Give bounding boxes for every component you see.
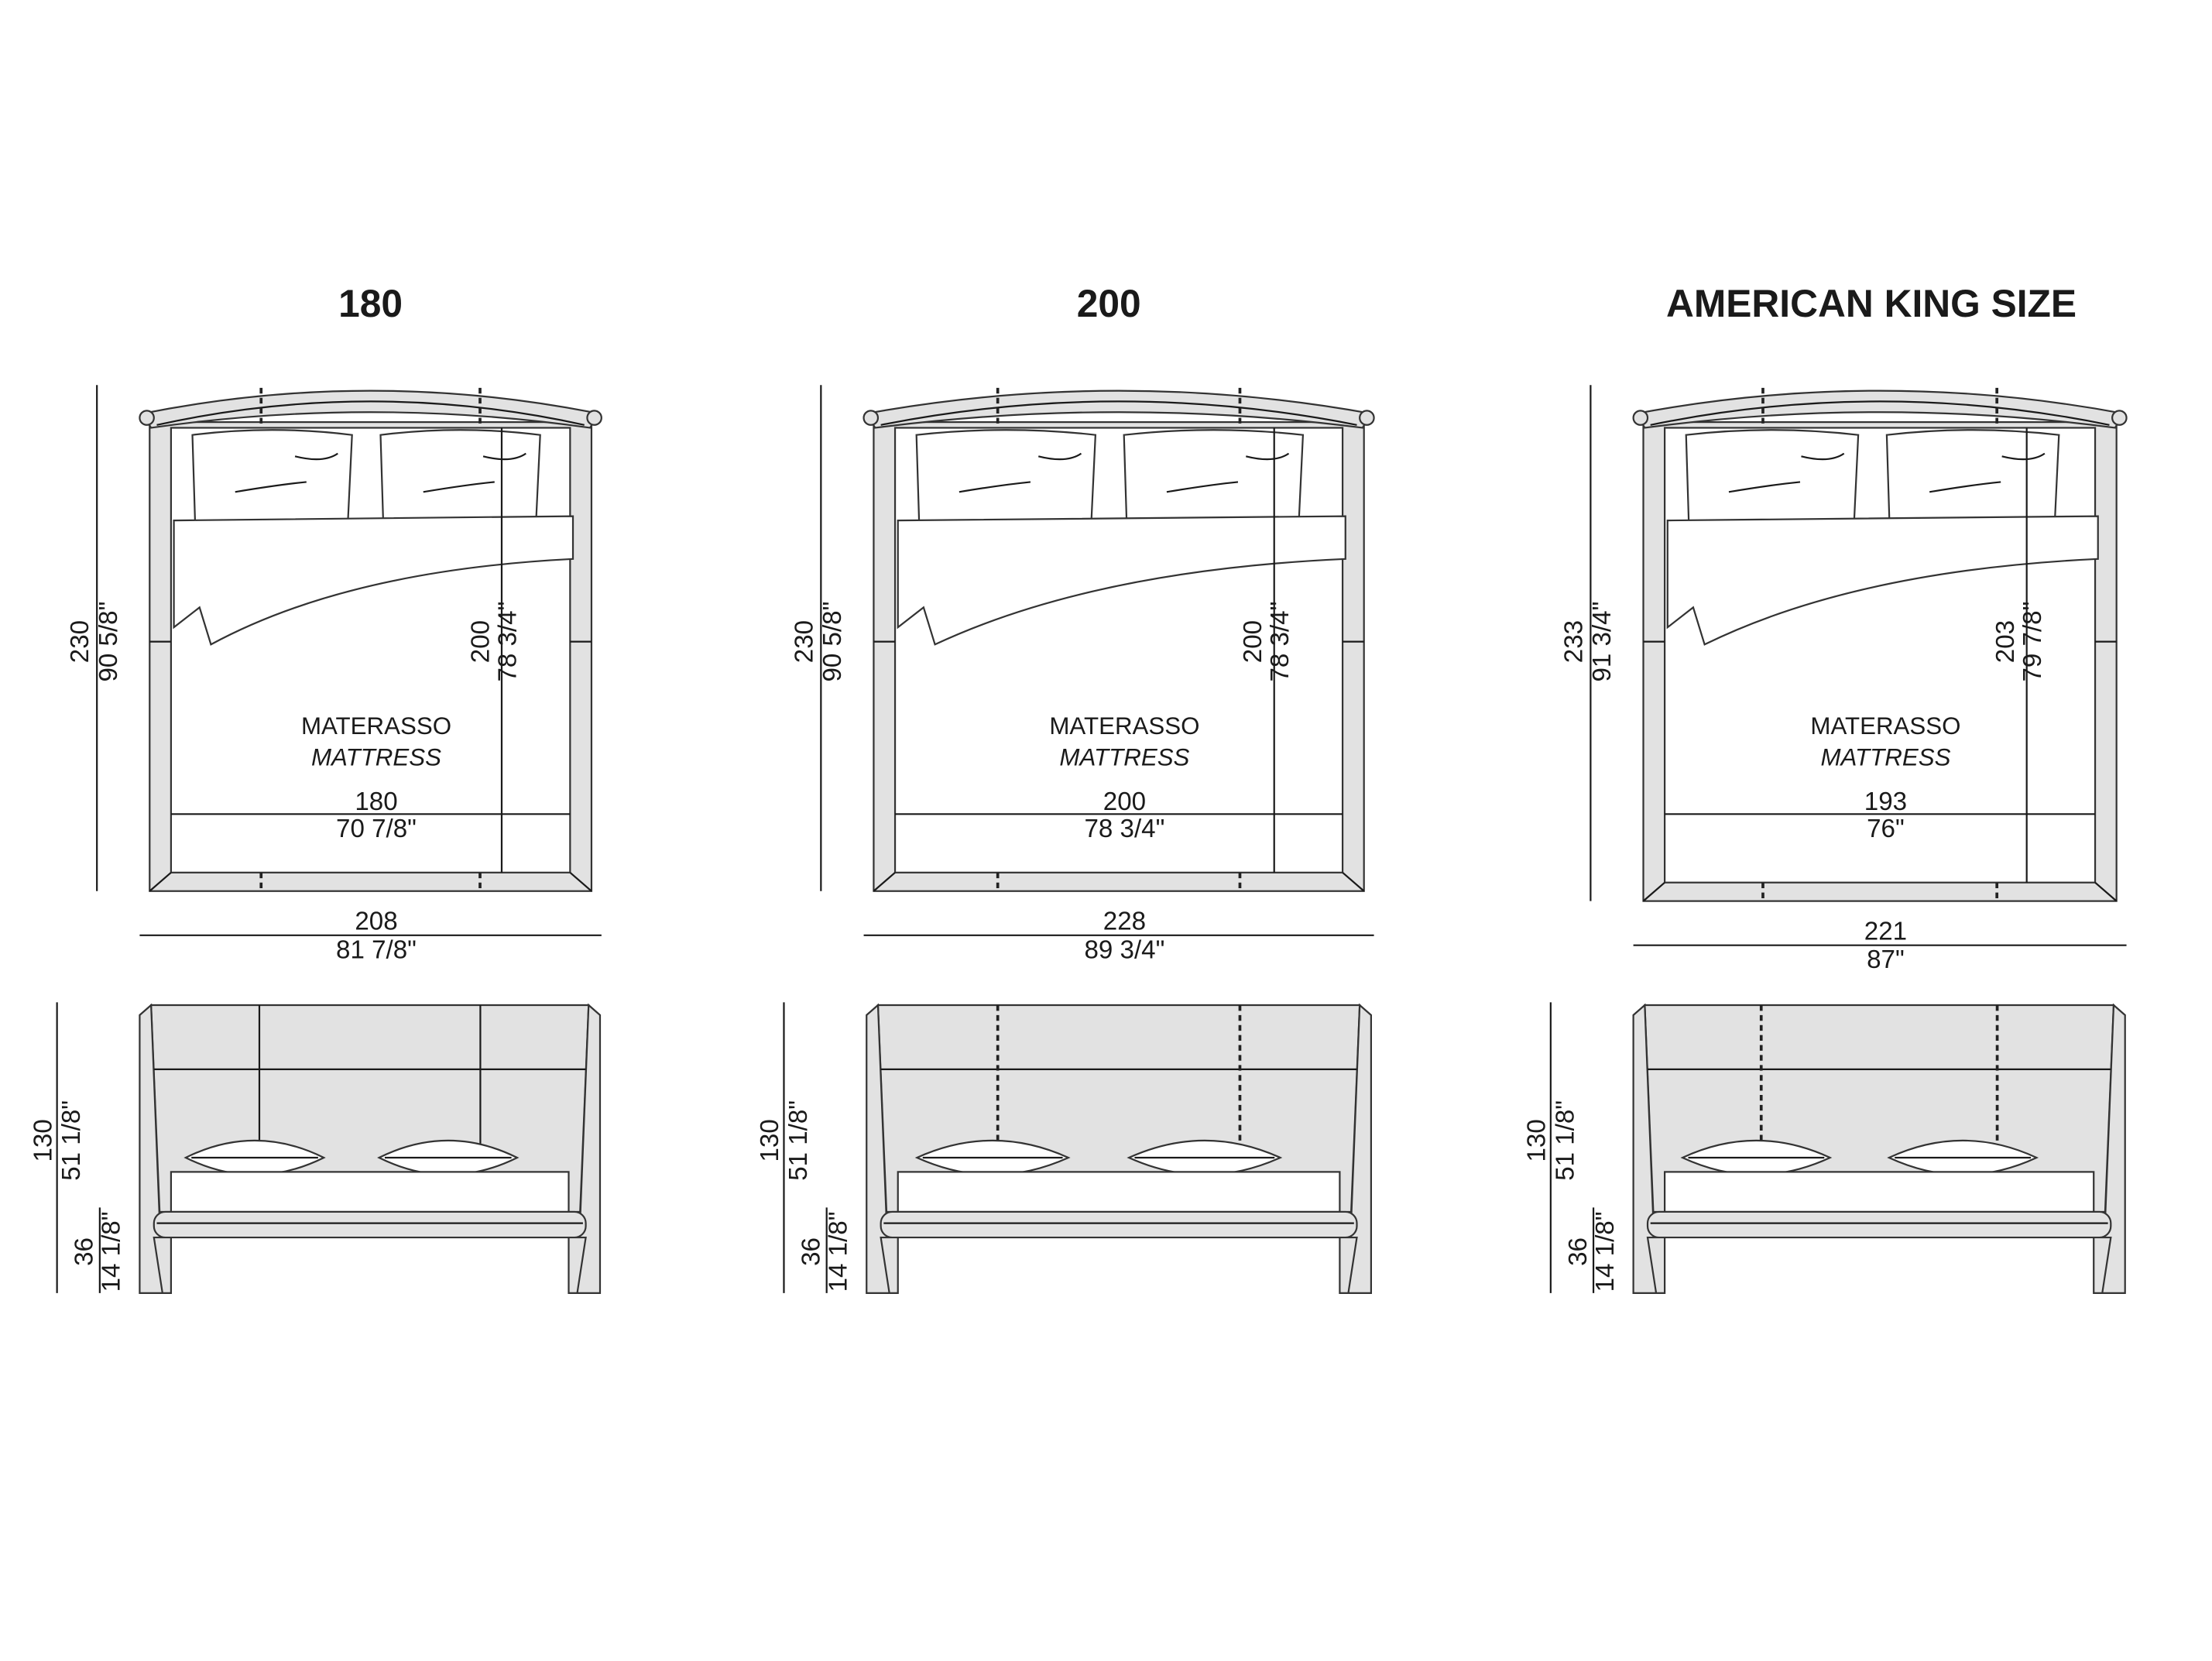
mattress-length-cm: 203 xyxy=(1991,620,2020,663)
base-height-cm: 36 xyxy=(70,1237,99,1266)
pillow-crease xyxy=(423,452,526,493)
bed-panel-2: AMERICAN KING SIZE MATERASSO MATTRESS 19376… xyxy=(1522,282,2128,1294)
mattress-length-in: 78 3/4" xyxy=(1266,602,1295,682)
base-height-in: 14 1/8" xyxy=(98,1212,126,1292)
overall-length-in: 91 3/4" xyxy=(1588,602,1617,682)
pillow-crease xyxy=(1166,452,1290,493)
legs xyxy=(153,1236,587,1294)
base-height-cm: 36 xyxy=(797,1237,825,1266)
frame-corner-lines xyxy=(873,871,1365,892)
mattress-front xyxy=(897,1171,1341,1213)
mattress-label: MATERASSO xyxy=(1810,712,1960,740)
headboard-height-in: 51 1/8" xyxy=(57,1100,86,1181)
panel-title: AMERICAN KING SIZE xyxy=(1666,282,2077,325)
overall-length-cm: 233 xyxy=(1559,620,1588,663)
headboard-knob-left xyxy=(863,410,880,426)
headboard-knob-left xyxy=(139,410,155,426)
pillow xyxy=(1885,429,2060,531)
overall-length-cm: 230 xyxy=(66,620,94,663)
headboard-height-cm: 130 xyxy=(756,1119,784,1162)
base-height-in: 14 1/8" xyxy=(824,1212,852,1292)
overall-width-cm: 228 xyxy=(1103,907,1146,935)
base-height-cm: 36 xyxy=(1564,1237,1593,1266)
frame-corner-lines xyxy=(149,871,592,892)
headboard-top xyxy=(865,390,1373,429)
frame-corner-lines xyxy=(1642,881,2118,902)
mattress-length-cm: 200 xyxy=(466,620,495,663)
overall-length-in: 90 5/8" xyxy=(94,602,123,682)
legs xyxy=(1646,1236,2112,1294)
mattress-label-en: MATTRESS xyxy=(1059,744,1189,771)
overall-width-cm: 208 xyxy=(355,907,397,935)
bed-base xyxy=(1646,1210,2112,1239)
duvet xyxy=(173,515,574,646)
headboard-knob-right xyxy=(586,410,602,426)
overall-width-in: 87" xyxy=(1867,945,1905,974)
pillow-crease xyxy=(235,452,338,493)
pillow-crease xyxy=(1728,452,1845,493)
overall-width-in: 89 3/4" xyxy=(1085,935,1165,964)
mattress-width-in: 76" xyxy=(1867,815,1905,843)
duvet xyxy=(1666,515,2099,646)
panel-title: 200 xyxy=(1077,282,1141,325)
mattress-front xyxy=(1664,1171,2095,1213)
pillow xyxy=(191,429,353,531)
duvet xyxy=(897,515,1346,646)
overall-width-cm: 221 xyxy=(1864,917,1907,945)
mattress-label: MATERASSO xyxy=(301,712,451,740)
headboard-height-in: 51 1/8" xyxy=(1551,1100,1579,1181)
mattress-label-en: MATTRESS xyxy=(311,744,441,771)
pillow xyxy=(1685,429,1860,531)
mattress-width-in: 70 7/8" xyxy=(336,815,417,843)
mattress-label: MATERASSO xyxy=(1049,712,1199,740)
overall-length-cm: 230 xyxy=(790,620,818,663)
bed-base xyxy=(153,1210,587,1239)
pillow xyxy=(915,429,1097,531)
headboard-height-cm: 130 xyxy=(29,1119,57,1162)
mattress-front xyxy=(170,1171,570,1213)
mattress-label-en: MATTRESS xyxy=(1820,744,1950,771)
headboard-seam xyxy=(880,400,1357,426)
mattress-width-in: 78 3/4" xyxy=(1085,815,1165,843)
base-height-in: 14 1/8" xyxy=(1591,1212,1620,1292)
headboard-height-in: 51 1/8" xyxy=(784,1100,813,1181)
headboard-knob-right xyxy=(2111,410,2128,426)
mattress-length-cm: 200 xyxy=(1239,620,1267,663)
pillow-crease xyxy=(959,452,1082,493)
mattress-width-cm: 180 xyxy=(355,788,397,816)
headboard-seam xyxy=(156,400,585,426)
mattress-length-in: 78 3/4" xyxy=(493,602,522,682)
headboard-seam xyxy=(1650,400,2110,426)
panel-title: 180 xyxy=(338,282,403,325)
headboard-knob-left xyxy=(1632,410,1649,426)
pillow xyxy=(379,429,541,531)
headboard-height-cm: 130 xyxy=(1522,1119,1551,1162)
legs xyxy=(880,1236,1358,1294)
mattress-width-cm: 200 xyxy=(1103,788,1146,816)
headboard-knob-right xyxy=(1359,410,1375,426)
bed-base xyxy=(880,1210,1358,1239)
overall-length-in: 90 5/8" xyxy=(818,602,847,682)
mattress-length-in: 79 7/8" xyxy=(2018,602,2047,682)
overall-width-in: 81 7/8" xyxy=(336,935,417,964)
pillow xyxy=(1123,429,1305,531)
mattress-width-cm: 193 xyxy=(1864,788,1907,816)
